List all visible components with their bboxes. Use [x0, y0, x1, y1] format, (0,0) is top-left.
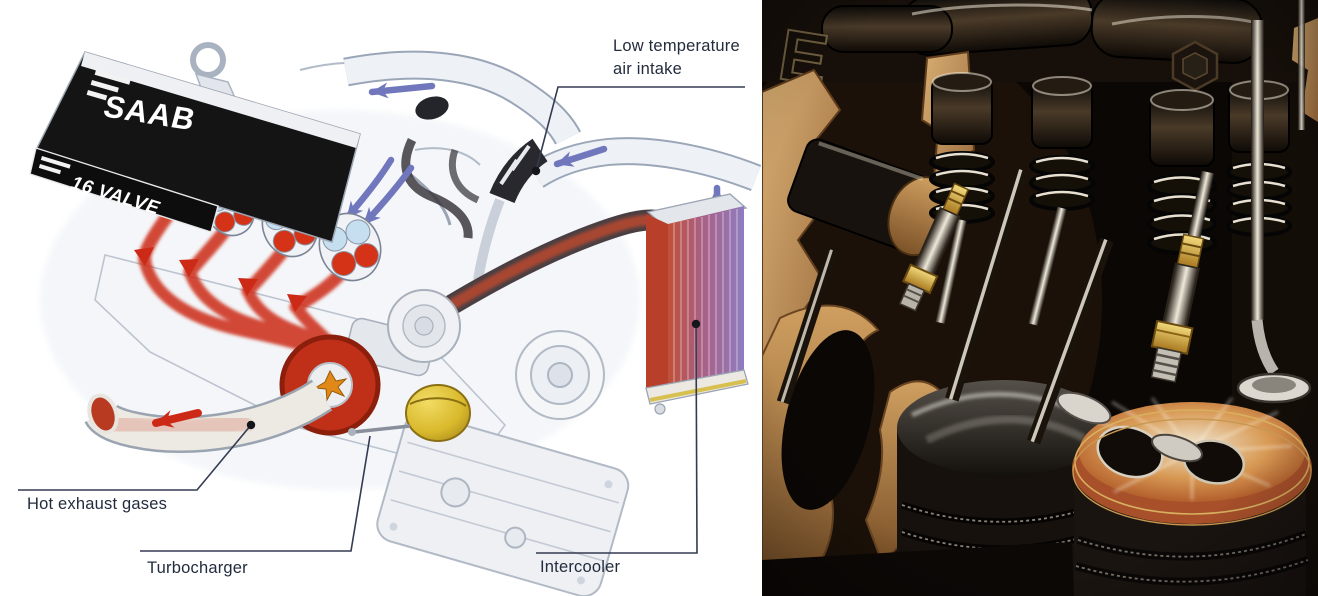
leader-lines — [18, 86, 745, 554]
label-air-intake-line2: air intake — [613, 60, 682, 78]
wastegate-actuator — [348, 384, 471, 442]
leader-dots — [246, 166, 701, 430]
airflow-diagram-panel: SAAB 16 VALVE — [18, 35, 762, 596]
exhaust-exit-arrow — [152, 409, 202, 428]
intercooler-illustration — [645, 193, 749, 415]
label-air-intake: Low temperature air intake — [613, 35, 740, 81]
vignette — [762, 0, 1318, 596]
label-hot-exhaust: Hot exhaust gases — [27, 495, 168, 513]
hot-exhaust-arrowheads — [134, 247, 307, 312]
label-air-intake-line1: Low temperature — [613, 37, 740, 55]
turbocharger-illustration — [279, 289, 471, 442]
turbine-wheel — [313, 369, 348, 402]
label-intercooler: Intercooler — [540, 558, 621, 576]
cylinder-cutaway-panel: E — [762, 0, 1318, 596]
airflow-diagram-art: SAAB 16 VALVE — [18, 42, 762, 596]
label-turbocharger: Turbocharger — [147, 559, 248, 577]
cam-cover: SAAB 16 VALVE — [29, 51, 361, 243]
cylinder-cutaway-art: E — [762, 0, 1318, 596]
exhaust-downpipe — [84, 379, 333, 453]
